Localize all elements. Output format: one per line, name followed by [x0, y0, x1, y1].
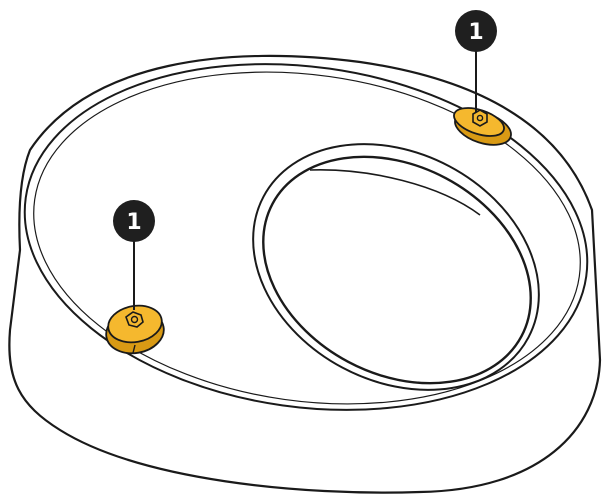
- hex-socket-screw-icon: [125, 311, 144, 328]
- hex-socket-screw-icon: [472, 109, 488, 127]
- callout-left: 1: [113, 200, 155, 310]
- callout-badge: [113, 200, 155, 242]
- screw-left: [105, 304, 165, 355]
- top-face-inner-rim: [33, 71, 581, 405]
- callout-number: 1: [126, 210, 141, 235]
- callout-right: 1: [455, 10, 497, 112]
- center-opening-depth-line: [309, 169, 481, 216]
- center-opening-inner-ring: [262, 155, 532, 385]
- screw-right: [453, 107, 512, 146]
- callout-number: 1: [468, 20, 483, 45]
- callout-badge: [455, 10, 497, 52]
